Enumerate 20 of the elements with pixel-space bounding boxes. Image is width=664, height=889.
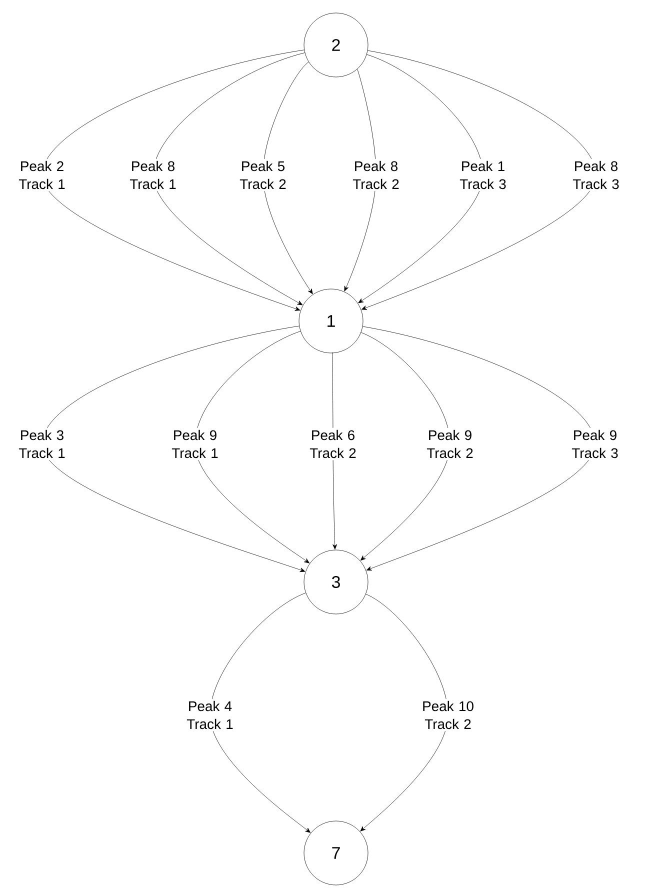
edge-label: Peak 8 Track 3	[563, 158, 629, 192]
edge-label: Peak 8 Track 1	[120, 158, 186, 192]
edge-label: Peak 4 Track 1	[177, 698, 243, 732]
arrow	[210, 592, 311, 833]
edge-label: Peak 5 Track 2	[230, 158, 296, 192]
arrow	[358, 54, 484, 304]
edge-label: Peak 9 Track 2	[417, 428, 483, 460]
arrow	[262, 62, 313, 294]
edge-label: Peak 3 Track 1	[9, 428, 75, 460]
edge-label: Peak 9 Track 1	[162, 428, 228, 460]
edge-label: Peak 1 Track 3	[450, 158, 516, 192]
edge-label: Peak 6 Track 2	[300, 428, 366, 460]
arrow	[344, 68, 376, 292]
edge-label: Peak 2 Track 1	[9, 158, 75, 192]
arrow	[194, 331, 310, 564]
arrow	[360, 332, 450, 561]
arrow	[360, 594, 448, 832]
edge-label: Peak 8 Track 2	[343, 158, 409, 192]
edge-label: Peak 9 Track 3	[562, 428, 628, 460]
edge-label: Peak 10 Track 2	[415, 698, 481, 732]
